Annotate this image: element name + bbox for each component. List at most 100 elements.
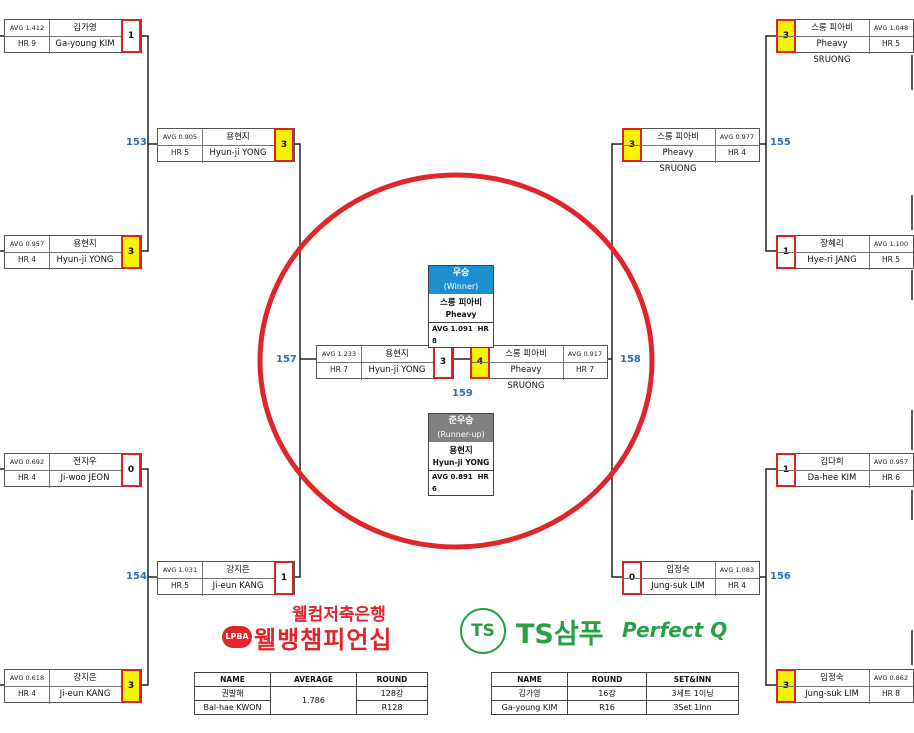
logo1-top-text: 웰컴저축은행	[292, 605, 386, 625]
player-hr: HR 7	[575, 365, 594, 374]
table2-header-round: ROUND	[567, 672, 647, 687]
match-number-159: 159	[452, 388, 473, 399]
player-avg: AVG 0.917	[567, 350, 603, 358]
player-name: 스롱 피아비	[505, 349, 547, 359]
runner-title: 준우승	[448, 416, 474, 426]
table1-average: 1.786	[270, 686, 357, 715]
table2-header-set: SET&INN	[646, 672, 739, 687]
logo1-main-text: 웰뱅챔피언십	[254, 626, 393, 654]
player-hr: HR 5	[881, 255, 900, 264]
runner-stats: AVG 0.891 HR 6	[429, 471, 493, 495]
winner-title-en: (Winner)	[443, 282, 479, 291]
runner-up-box: 준우승 (Runner-up) 용현지 Hyun-ji YONG AVG 0.8…	[428, 413, 494, 496]
player-name-en: Pheavy SRUONG	[659, 148, 697, 174]
player-name-en: Ji-woo JEON	[60, 473, 110, 483]
table1-round-en: R128	[356, 700, 428, 715]
player-avg: AVG 0.862	[873, 674, 909, 682]
player-avg: AVG 0.957	[9, 240, 45, 248]
player-hr: HR 9	[17, 39, 36, 48]
player-hr: HR 8	[881, 689, 900, 698]
record-table-1: NAME AVERAGE ROUND 권발해 1.786 128강 Bal-ha…	[194, 672, 428, 715]
player-hr: HR 5	[881, 39, 900, 48]
player-avg: AVG 1.083	[719, 566, 755, 574]
table2-name-ko: 김가영	[491, 686, 568, 701]
winner-stats: AVG 1.091 HR 8	[429, 323, 493, 347]
logo2-main-text: TS삼푸	[516, 619, 604, 650]
player-score: 1	[121, 19, 141, 53]
player-name: 용현지	[226, 132, 250, 142]
match-number-155: 155	[770, 137, 791, 148]
player-name-en: Ji-eun KANG	[59, 689, 111, 699]
match-number-153: 153	[126, 137, 147, 148]
winner-box: 우승 (Winner) 스롱 피아비 Pheavy AVG 1.091 HR 8	[428, 265, 494, 348]
player-name-en: Pheavy SRUONG	[813, 39, 851, 65]
table2-header-name: NAME	[491, 672, 568, 687]
player-hr: HR 5	[170, 148, 189, 157]
player-name: 스롱 피아비	[811, 23, 853, 33]
player-avg: AVG 1.048	[873, 24, 909, 32]
table1-header-name: NAME	[194, 672, 271, 687]
player-score: 1	[274, 561, 294, 595]
match-number-154: 154	[126, 571, 147, 582]
player-name-en: Ji-eun KANG	[212, 581, 264, 591]
runner-title-en: (Runner-up)	[437, 430, 485, 439]
match-number-156: 156	[770, 571, 791, 582]
highlight-circle	[257, 172, 655, 550]
player-score: 3	[121, 669, 141, 703]
player-name: 임정숙	[820, 673, 844, 683]
player-avg: AVG 0.618	[9, 674, 45, 682]
player-name-en: Hyun-ji YONG	[368, 365, 426, 375]
winner-hr: HR 8	[432, 325, 489, 345]
player-name-en: Da-hee KIM	[807, 473, 857, 483]
winner-name-en: Pheavy	[429, 308, 493, 323]
table2-round-en: R16	[567, 700, 647, 715]
player-name: 용현지	[385, 349, 409, 359]
player-avg: AVG 1.031	[162, 566, 198, 574]
player-hr: HR 7	[329, 365, 348, 374]
player-name: 용현지	[73, 239, 97, 249]
player-hr: HR 6	[881, 473, 900, 482]
player-score: 3	[121, 235, 141, 269]
player-score: 3	[433, 345, 453, 379]
player-name: 전지우	[73, 457, 97, 467]
runner-hr: HR 6	[432, 473, 489, 493]
player-avg: AVG 1.412	[9, 24, 45, 32]
table2-name-en: Ga-young KIM	[491, 700, 568, 715]
player-avg: AVG 0.957	[873, 458, 909, 466]
record-table-2: NAME ROUND SET&INN 김가영 16강 3세트 1이닝 Ga-yo…	[491, 672, 739, 715]
winner-title: 우승	[452, 268, 470, 278]
player-name-en: Jung-suk LIM	[651, 581, 705, 591]
match-number-157: 157	[276, 354, 297, 365]
table1-round-ko: 128강	[356, 686, 428, 701]
player-avg: AVG 0.977	[719, 133, 755, 141]
player-avg: AVG 0.905	[162, 133, 198, 141]
player-name-en: Hye-ri JANG	[807, 255, 857, 265]
player-hr: HR 4	[17, 255, 36, 264]
match-number-158: 158	[620, 354, 641, 365]
player-name-en: Ga-young KIM	[55, 39, 115, 49]
player-avg: AVG 0.692	[9, 458, 45, 466]
table1-name-en: Bal-hae KWON	[194, 700, 271, 715]
runner-header: 준우승 (Runner-up)	[429, 414, 493, 442]
player-name: 강지은	[226, 565, 250, 575]
table1-header-average: AVERAGE	[270, 672, 357, 687]
player-name: 김다희	[820, 457, 844, 467]
player-hr: HR 4	[727, 581, 746, 590]
runner-name-en: Hyun-ji YONG	[429, 456, 493, 471]
player-name-en: Pheavy SRUONG	[507, 365, 545, 391]
ts-shampoo-logo: TS TS삼푸 Perfect Q	[460, 606, 740, 656]
player-score: 0	[121, 453, 141, 487]
logo2-sub-text: Perfect Q	[622, 618, 728, 642]
lpba-badge: LPBA	[222, 626, 252, 648]
table1-header-round: ROUND	[356, 672, 428, 687]
player-name: 임정숙	[666, 565, 690, 575]
